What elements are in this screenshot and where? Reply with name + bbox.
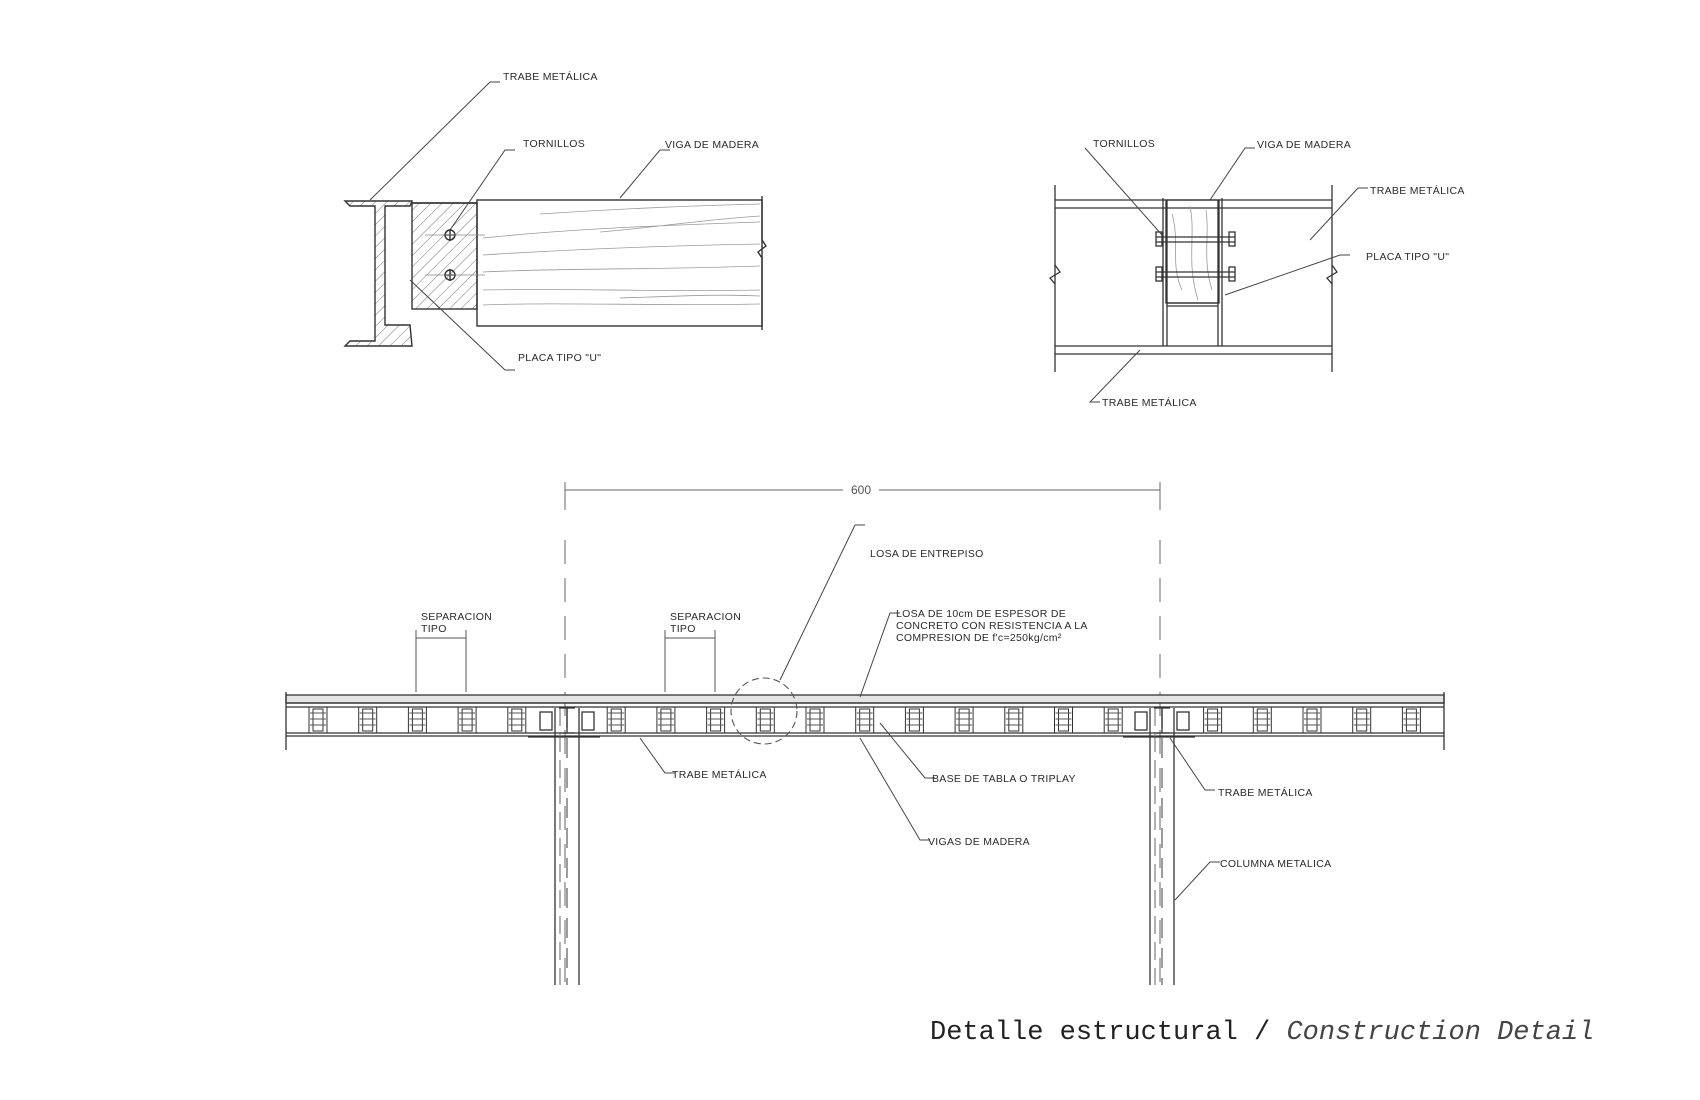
caption-main: Detalle estructural <box>930 1018 1238 1048</box>
i-beam-section <box>343 200 414 347</box>
wood-joist <box>706 707 726 733</box>
label-placa-tipo-u-2: PLACA TIPO "U" <box>1366 251 1449 263</box>
wood-joist <box>606 707 626 733</box>
wood-joist <box>656 707 676 733</box>
wood-joist <box>1004 707 1024 733</box>
separacion-dims <box>415 630 716 692</box>
bolt-icon <box>1155 231 1236 247</box>
wood-joist <box>1054 707 1073 733</box>
detail-2-leaders <box>1084 147 1368 403</box>
wood-joist <box>904 707 924 733</box>
wood-joist <box>457 707 477 733</box>
label-vigas-de-madera: VIGAS DE MADERA <box>928 836 1030 848</box>
steel-column-right <box>1123 707 1195 985</box>
wood-joist <box>805 707 825 733</box>
detail-1-leaders <box>369 81 670 371</box>
slab-leaders <box>639 524 1220 901</box>
wood-joist <box>358 707 378 733</box>
detail-front-section <box>1049 185 1338 372</box>
wood-joist <box>507 707 527 733</box>
wood-beam-side <box>476 199 763 327</box>
label-placa-tipo-u-1: PLACA TIPO "U" <box>518 352 601 364</box>
label-tornillos-2: TORNILLOS <box>1093 138 1155 150</box>
detail-side-connection <box>343 196 767 347</box>
label-losa-note-2: CONCRETO CON RESISTENCIA A LA <box>896 620 1088 632</box>
wood-joist <box>1252 707 1272 733</box>
label-viga-de-madera-1: VIGA DE MADERA <box>665 139 759 151</box>
wood-joist <box>1302 707 1322 733</box>
wood-grain <box>482 203 761 306</box>
wood-joist <box>755 707 775 733</box>
wood-joist <box>308 707 328 733</box>
detail-callout-circle <box>730 677 798 745</box>
label-losa-note-1: LOSA DE 10cm DE ESPESOR DE <box>896 608 1066 620</box>
label-tornillos-1: TORNILLOS <box>523 138 585 150</box>
label-tipo-2: TIPO <box>670 623 696 635</box>
label-trabe-metalica-5: TRABE METÁLICA <box>1218 786 1313 799</box>
wood-joist <box>954 707 974 733</box>
floor-slab <box>285 692 1445 750</box>
label-base-de-tabla: BASE DE TABLA O TRIPLAY <box>932 773 1076 785</box>
steel-column-left <box>528 707 600 985</box>
label-losa-note-3: COMPRESION DE f'c=250kg/cm² <box>896 632 1062 644</box>
label-columna-metalica: COLUMNA METALICA <box>1220 858 1331 870</box>
label-separacion-1: SEPARACION <box>421 611 492 623</box>
caption-translation: Construction Detail <box>1286 1018 1595 1048</box>
bolt-icon <box>1155 266 1236 282</box>
wood-joist <box>1103 707 1123 733</box>
label-trabe-metalica-1: TRABE METÁLICA <box>503 70 598 83</box>
drawing-caption: Detalle estructural / Construction Detai… <box>930 1018 1594 1048</box>
wood-joists <box>308 707 1421 733</box>
label-tipo-1: TIPO <box>421 623 447 635</box>
wood-joist <box>407 707 427 733</box>
wood-joist <box>1203 707 1223 733</box>
dimension-600-label: 600 <box>851 483 871 497</box>
label-losa-de-entrepiso: LOSA DE ENTREPISO <box>870 548 984 560</box>
label-trabe-metalica-3: TRABE METÁLICA <box>1102 396 1197 409</box>
wood-joist <box>1401 707 1421 733</box>
label-trabe-metalica-4: TRABE METÁLICA <box>672 768 767 781</box>
u-plate <box>411 202 478 310</box>
caption-separator: / <box>1237 1018 1287 1048</box>
wood-joist <box>1352 707 1372 733</box>
label-trabe-metalica-2: TRABE METÁLICA <box>1370 184 1465 197</box>
label-viga-de-madera-2: VIGA DE MADERA <box>1257 139 1351 151</box>
label-separacion-2: SEPARACION <box>670 611 741 623</box>
wood-joist <box>855 707 875 733</box>
